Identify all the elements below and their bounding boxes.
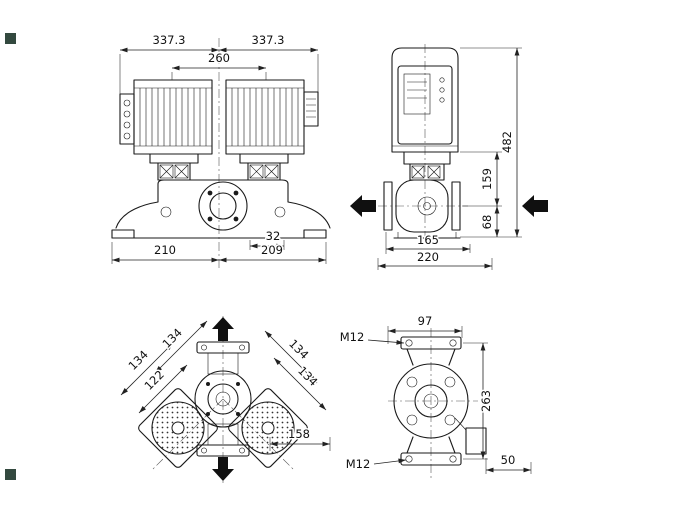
view-front: 337.3 337.3 260 32 210 209 — [111, 32, 331, 270]
thread-label-bottom: M12 — [346, 457, 371, 471]
dim-label-port-span: 260 — [208, 51, 230, 65]
motor-side — [391, 47, 459, 153]
dim-label-offset: 32 — [266, 229, 281, 243]
thread-label-top: M12 — [340, 330, 365, 344]
casing-top-view — [194, 370, 252, 428]
dim-label-width-right-lower: 134 — [295, 363, 320, 388]
corner-mark-bottom — [5, 469, 16, 480]
front-flange — [198, 181, 248, 231]
dim-label-mid-height: 159 — [480, 168, 494, 190]
leader-thread-bottom — [373, 458, 407, 465]
dim-label-overall-left: 337.3 — [153, 33, 186, 47]
dim-label-base-left: 210 — [154, 243, 176, 257]
display-window — [403, 73, 431, 115]
corner-mark-top — [5, 33, 16, 44]
dim-label-foot-offset: 50 — [501, 453, 516, 467]
leader-thread-top — [367, 339, 405, 345]
coupling-guard — [159, 164, 174, 179]
dim-label-foot-span: 158 — [288, 427, 310, 441]
bolt-hole — [405, 339, 413, 347]
view-flange: 97 M12 263 M12 50 — [338, 313, 532, 478]
foot-right — [303, 229, 327, 239]
port-flange-left — [383, 181, 393, 231]
dim-label-port-distance: 263 — [479, 390, 493, 412]
foot-left — [111, 229, 135, 239]
port-flange-right — [451, 181, 461, 231]
motor-fins-right — [231, 88, 299, 146]
cable-box — [119, 93, 135, 145]
volute-end — [393, 363, 469, 439]
dim-label-total-height: 482 — [500, 131, 514, 153]
dim-label-inner-depth: 165 — [417, 233, 439, 247]
dim-label-port-height: 68 — [480, 215, 494, 230]
view-side: 482 159 68 165 220 — [350, 44, 548, 270]
flow-arrow-left-icon — [350, 195, 376, 217]
support-foot — [465, 427, 487, 455]
flow-arrow-up-icon — [212, 317, 234, 341]
dim-label-top-width: 97 — [418, 314, 433, 328]
flow-arrow-down-icon — [212, 457, 234, 481]
dim-label-width-right-upper: 134 — [286, 336, 311, 361]
motor-fins-left — [139, 88, 207, 146]
terminal-box — [397, 65, 453, 145]
dim-label-total-depth: 220 — [417, 250, 439, 264]
connector-plug — [303, 91, 319, 127]
dim-label-overall-right: 337.3 — [252, 33, 285, 47]
volute-casing — [115, 179, 331, 229]
volute-side — [395, 179, 449, 233]
view-top: 134 134 122 134 134 158 — [120, 316, 331, 484]
flow-arrow-right-icon — [522, 195, 548, 217]
dim-label-base-right: 209 — [261, 243, 283, 257]
